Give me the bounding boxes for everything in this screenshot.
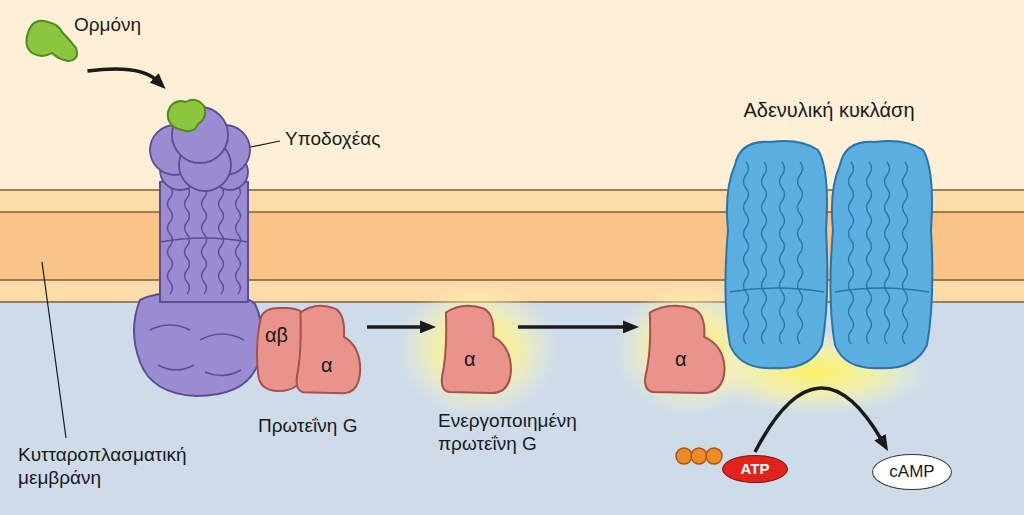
atp-molecule: ATP: [722, 455, 788, 483]
subunit-label: α: [675, 347, 687, 371]
arrow-connector: [518, 325, 627, 329]
enzyme-label: Αδενυλική κυκλάση: [722, 98, 936, 122]
receptor-transmembrane-domain: [160, 176, 248, 302]
receptor-cytoplasmic-domain: [134, 293, 262, 396]
alpha-subunit: [645, 306, 725, 393]
g-protein-label: Πρωτεΐνη G: [258, 415, 357, 438]
alpha-subunit: α: [643, 303, 728, 395]
cyclase-fold: [730, 288, 824, 292]
activated-g-protein-shape: [440, 303, 514, 395]
adenylyl-cyclase: Αδενυλική κυκλάση: [722, 138, 936, 372]
subunit-label: αβ: [265, 323, 288, 347]
phosphate-group: [676, 448, 692, 464]
receptor-label: Υποδοχέας: [285, 128, 380, 151]
cyclase-subunit: [725, 141, 827, 368]
cyclase-helix: [744, 162, 803, 344]
receptor-shape: [125, 92, 270, 397]
receptor-fold: [150, 325, 244, 376]
subunit-label: α: [321, 353, 333, 377]
receptor-fold: [160, 238, 248, 242]
leader-line: [42, 262, 66, 438]
camp-molecule: cAMP: [872, 454, 952, 490]
cyclase-fold: [835, 288, 929, 292]
adenylyl-cyclase-shape: [722, 138, 936, 372]
hormone-label: Ορμόνη: [74, 14, 141, 37]
phosphate-group: [691, 448, 707, 464]
activated-g-protein: αΕνεργοποιημένη πρωτεΐνη G: [440, 303, 514, 395]
g-protein-shape: [255, 303, 363, 395]
alpha-subunit: [297, 306, 361, 393]
phosphate-group: [706, 448, 722, 464]
subunit-label: α: [464, 347, 476, 371]
alpha-subunit: [442, 306, 511, 393]
arrow-connector: [367, 325, 424, 329]
activated-g-protein-label: Ενεργοποιημένη πρωτεΐνη G: [438, 410, 610, 456]
arrow-connector: [755, 388, 882, 452]
bound-hormone: [168, 100, 205, 131]
camp-label: cAMP: [889, 462, 934, 482]
membrane-label: Κυτταροπλασματική μεμβράνη: [18, 444, 258, 490]
activation-glow: [397, 281, 557, 417]
arrow-connector: [88, 69, 158, 81]
g-protein: αβαΠρωτεΐνη G: [255, 303, 363, 395]
cyclase-subunit: [830, 141, 932, 368]
receptor: Υποδοχέας: [125, 92, 270, 397]
cyclase-helix: [849, 162, 908, 344]
hormone-molecule: [26, 21, 77, 61]
hormone: Ορμόνη: [20, 12, 170, 68]
atp-label: ATP: [741, 460, 770, 478]
